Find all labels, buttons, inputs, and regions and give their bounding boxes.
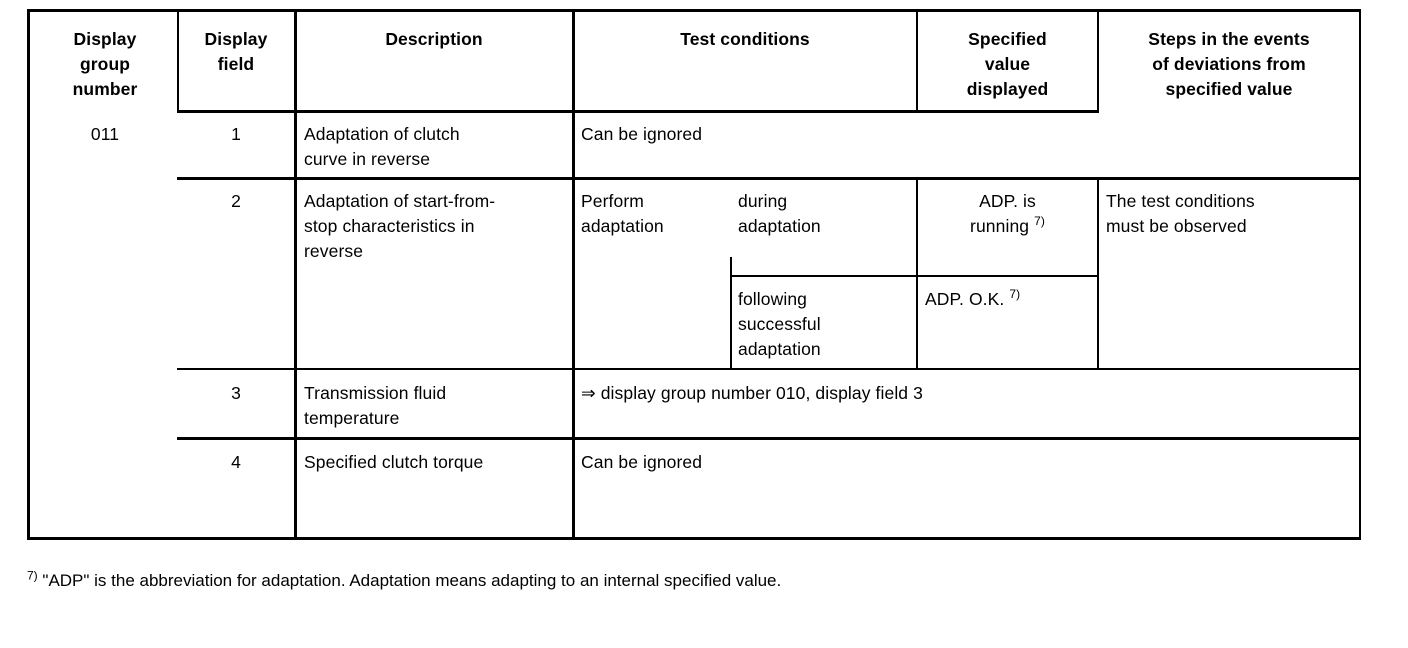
cell-specified-value-row2a: ADP. is running 7) <box>919 189 1096 239</box>
subrow-rule-row2 <box>730 275 1099 277</box>
footnote-ref-row2a: 7) <box>1034 214 1045 229</box>
footnote-marker: 7) <box>27 568 38 583</box>
cell-display-field-row2: 2 <box>231 191 241 211</box>
footnote: 7) "ADP" is the abbreviation for adaptat… <box>27 569 1367 593</box>
cell-description-row2-line1: Adaptation of start-from- <box>304 191 496 211</box>
cell-steps-row2-line2: must be observed <box>1106 216 1247 236</box>
header-steps-in-events-of-deviations: Steps in the events of deviations from s… <box>1100 27 1358 102</box>
cell-description-row2-line2: stop characteristics in <box>304 216 475 236</box>
footnote-text: "ADP" is the abbreviation for adaptation… <box>42 571 782 590</box>
cell-description-row2-line3: reverse <box>304 241 364 261</box>
table-top-border <box>27 9 1361 12</box>
cell-subcondition-row2b-line1: following <box>738 289 807 309</box>
header-steps-line2: of deviations from <box>1152 54 1306 74</box>
cell-test-conditions-row4: Can be ignored <box>581 452 703 472</box>
row-rule-1 <box>177 177 1361 180</box>
header-steps-line3: specified value <box>1165 79 1293 99</box>
table-grid <box>27 9 1361 540</box>
cell-specified-value-row2b: ADP. O.K. 7) <box>925 287 1095 312</box>
header-steps-line1: Steps in the events <box>1148 29 1310 49</box>
cell-test-conditions-row1: Can be ignored <box>581 124 703 144</box>
cell-specified-value-row2a-line1: ADP. is <box>979 191 1036 211</box>
cell-display-field-row4: 4 <box>231 452 241 472</box>
row-rule-3 <box>177 437 1361 440</box>
cell-specified-value-row2b-text: ADP. O.K. <box>925 289 1005 309</box>
header-specified-value-displayed: Specified value displayed <box>919 27 1096 102</box>
cell-specified-value-row2a-line2: running 7) <box>919 214 1096 239</box>
header-display-field: Display field <box>179 27 293 77</box>
header-specified-value-line3: displayed <box>966 79 1049 99</box>
header-specified-value-line1: Specified <box>968 29 1047 49</box>
cell-description-row1: Adaptation of clutch curve in reverse <box>304 122 569 172</box>
cell-subcondition-row2a-line2: adaptation <box>738 216 821 236</box>
cell-steps-row2-line1: The test conditions <box>1106 191 1255 211</box>
cell-steps-row2: The test conditions must be observed <box>1106 189 1358 239</box>
col-divider-steps-row2 <box>1097 179 1099 369</box>
header-display-group-number-line1: Display <box>73 29 137 49</box>
cell-description-row1-line2: curve in reverse <box>304 149 431 169</box>
row-rule-2 <box>177 368 1361 370</box>
footnote-ref-row2b: 7) <box>1009 287 1021 302</box>
cell-test-condition-action-line2: adaptation <box>581 216 664 236</box>
col-divider-specified-value-row2 <box>916 179 918 369</box>
cell-display-field-row1: 1 <box>231 124 241 144</box>
header-display-group-number-line2: group <box>79 54 131 74</box>
cell-description-row1-line1: Adaptation of clutch <box>304 124 460 144</box>
header-display-field-line2: field <box>217 54 255 74</box>
cell-subcondition-row2a-line1: during <box>738 191 788 211</box>
col-divider-test-conditions <box>572 9 575 540</box>
table-right-border <box>1359 9 1361 540</box>
table-bottom-border <box>27 537 1361 540</box>
header-divider-display-field <box>177 9 179 112</box>
col-divider-description <box>294 9 297 540</box>
cell-subcondition-row2a: during adaptation <box>738 189 913 239</box>
cell-description-row4: Specified clutch torque <box>304 452 484 472</box>
header-bottom-rule <box>177 110 1099 113</box>
specification-table: Display group number Display field Descr… <box>27 9 1361 540</box>
header-display-field-line1: Display <box>204 29 268 49</box>
header-display-group-number: Display group number <box>35 27 175 102</box>
cell-display-group-number: 011 <box>90 124 120 144</box>
cell-subcondition-row2b-line3: adaptation <box>738 339 821 359</box>
header-description: Description <box>385 29 483 49</box>
col-divider-subcondition-row2 <box>730 257 732 369</box>
cell-description-row3: Transmission fluid temperature <box>304 381 569 431</box>
col-divider-specified-value-header <box>916 9 918 112</box>
header-specified-value-line2: value <box>984 54 1031 74</box>
cell-test-condition-action-row2: Perform adaptation <box>581 189 731 239</box>
cell-subcondition-row2b-line2: successful <box>738 314 821 334</box>
cell-specified-value-row2a-text2: running <box>970 216 1030 236</box>
cell-description-row2: Adaptation of start-from- stop character… <box>304 189 572 264</box>
col-divider-steps-header <box>1097 9 1099 112</box>
cell-test-conditions-row3: ⇒ display group number 010, display fiel… <box>581 383 923 403</box>
header-display-group-number-line3: number <box>72 79 138 99</box>
table-left-border <box>27 9 30 540</box>
cell-description-row3-line2: temperature <box>304 408 400 428</box>
cell-test-condition-action-line1: Perform <box>581 191 644 211</box>
cell-display-field-row3: 3 <box>231 383 241 403</box>
cell-description-row3-line1: Transmission fluid <box>304 383 447 403</box>
cell-subcondition-row2b: following successful adaptation <box>738 287 913 362</box>
header-test-conditions: Test conditions <box>680 29 810 49</box>
